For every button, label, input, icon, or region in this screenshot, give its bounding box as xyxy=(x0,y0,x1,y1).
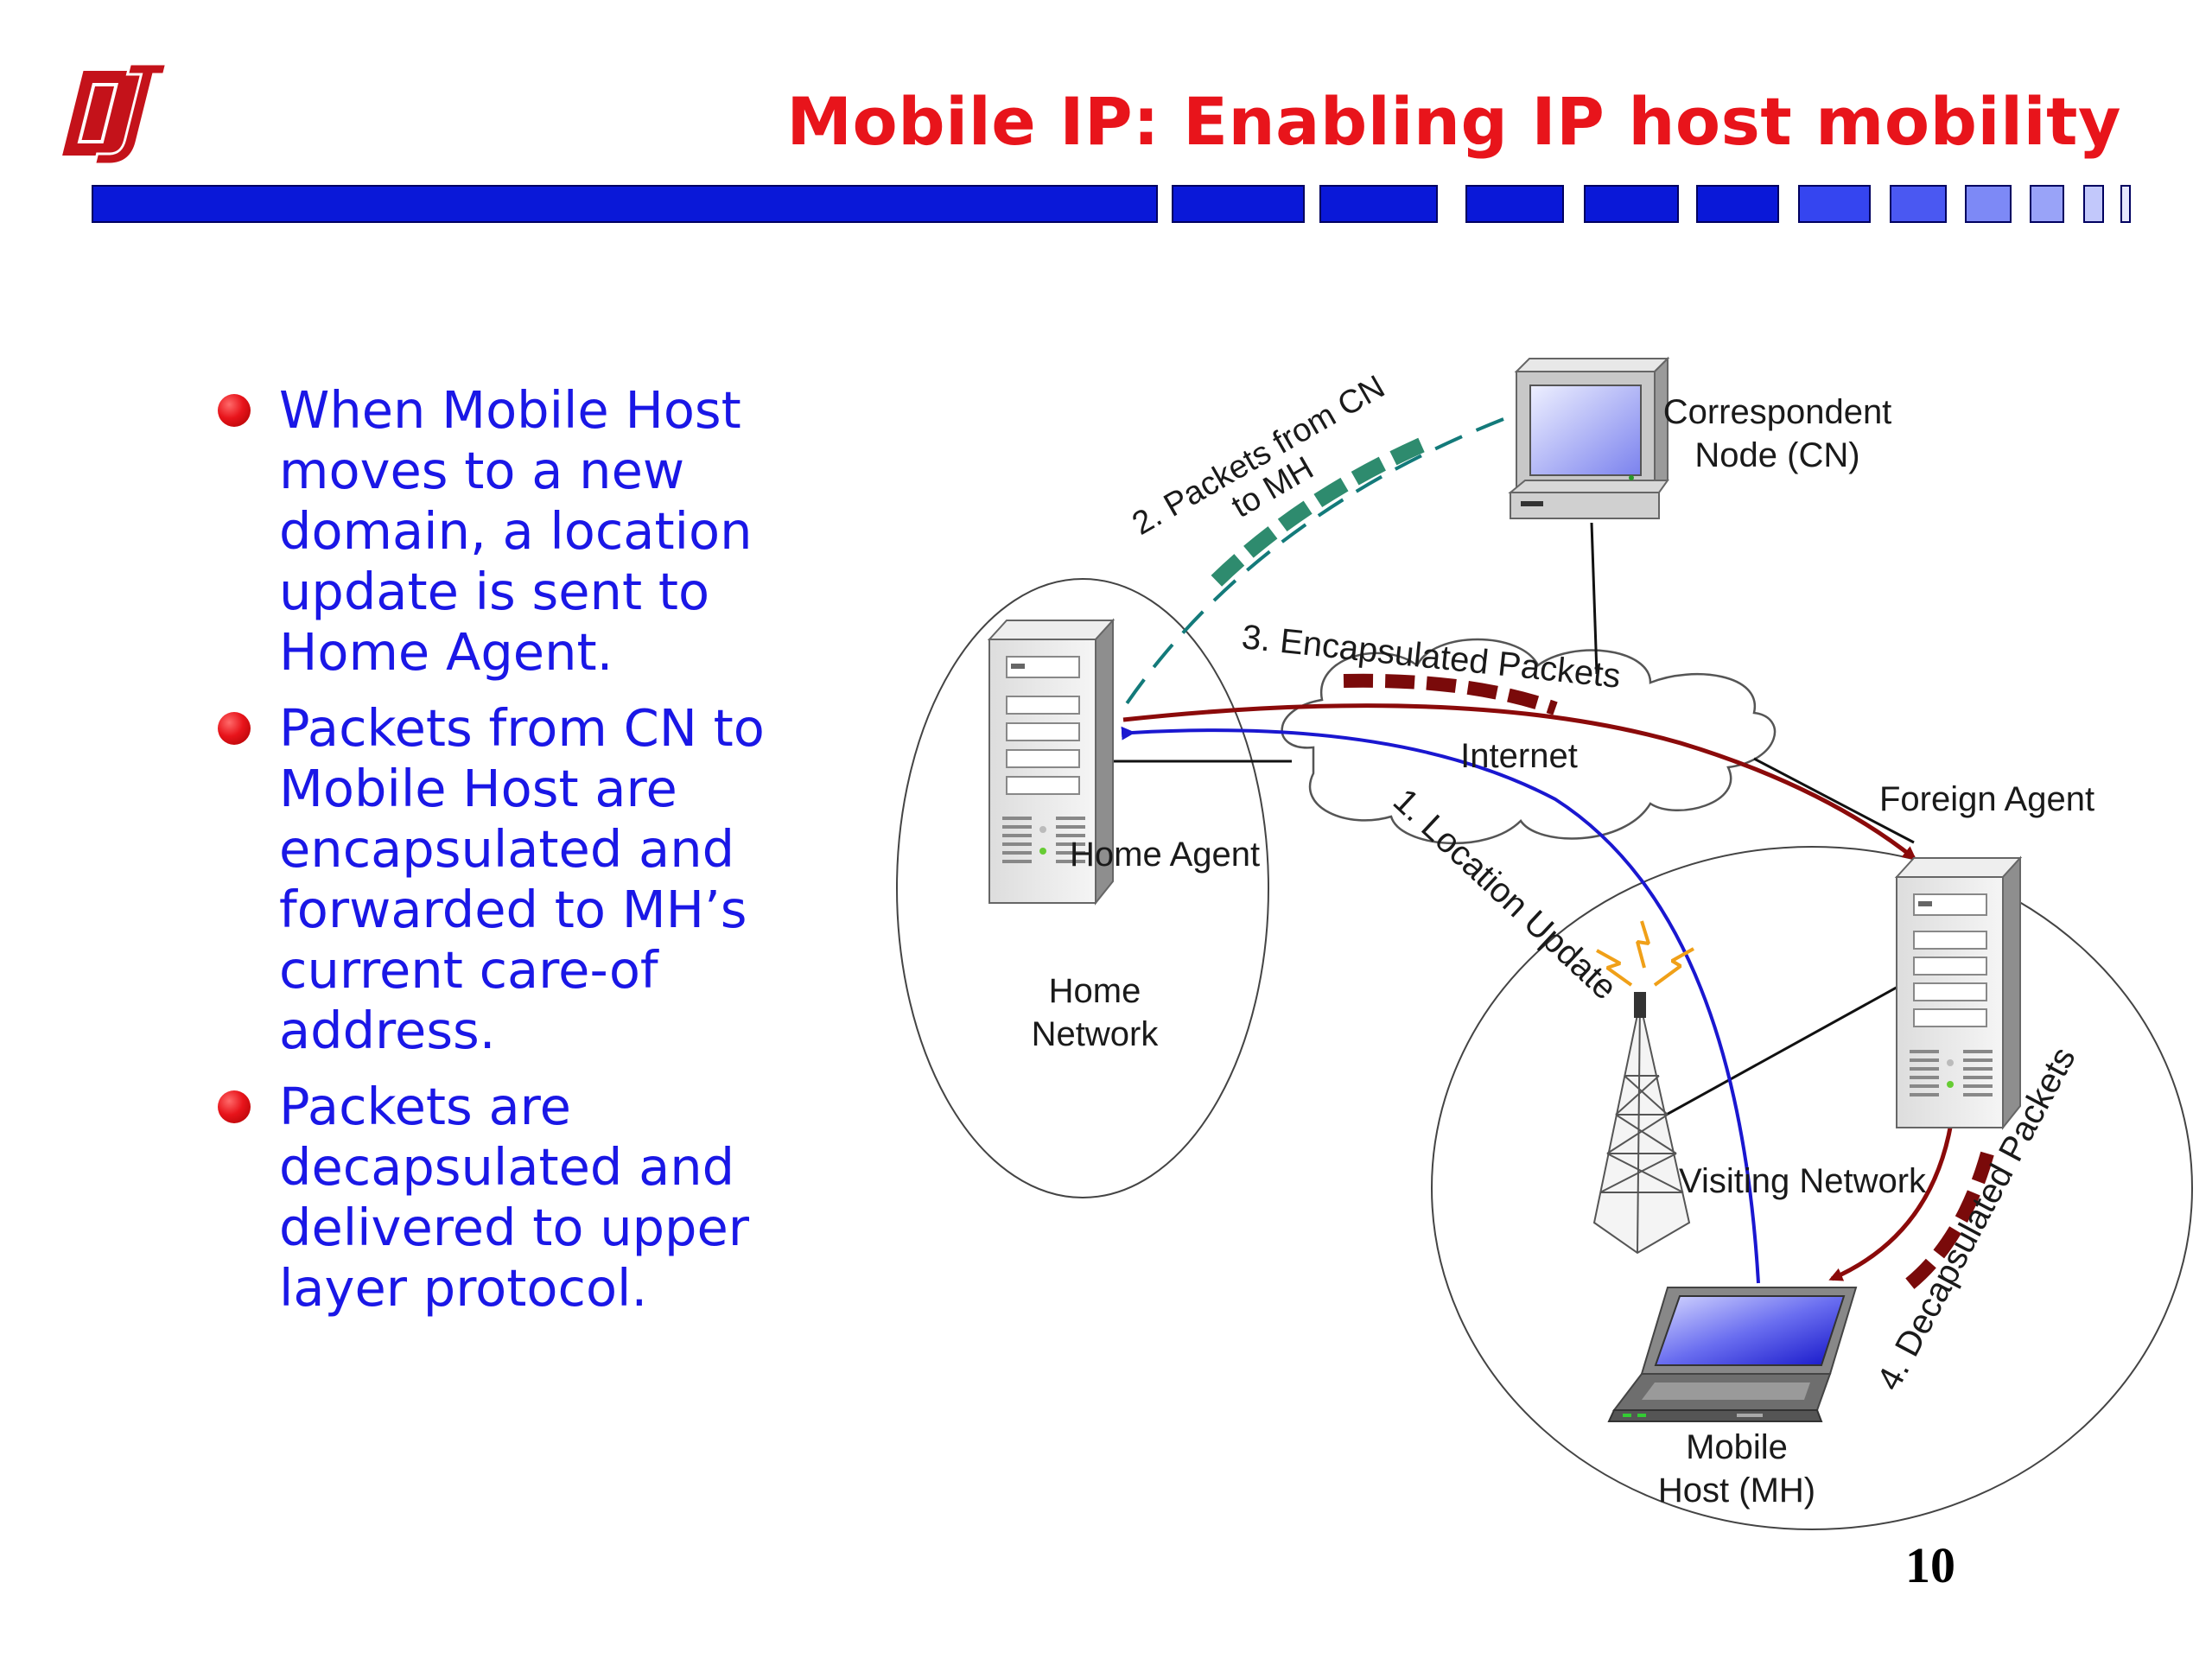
bullet-dot-icon xyxy=(218,712,251,745)
bullet-item: Packets are decapsulated and delivered t… xyxy=(214,1077,888,1319)
mobile-host-label-line2: Host (MH) xyxy=(1658,1471,1815,1510)
fa-link xyxy=(1753,757,1915,844)
visiting-network-label: Visiting Network xyxy=(1679,1162,1927,1200)
internet-label: Internet xyxy=(1460,737,1578,775)
mobile-host-laptop-icon xyxy=(1607,1287,1858,1422)
wireless-tower-icon xyxy=(1592,992,1691,1255)
home-network-label-line1: Home xyxy=(1049,972,1141,1010)
home-agent-server-icon xyxy=(987,618,1116,906)
visiting-network-boundary xyxy=(1431,846,2193,1530)
ha-to-fa-arrow xyxy=(1122,703,1917,861)
correspondent-node-computer-icon xyxy=(1508,356,1670,519)
page-number: 10 xyxy=(1905,1537,1955,1593)
foreign-agent-server-icon xyxy=(1894,855,2023,1130)
cn-label-line2: Node (CN) xyxy=(1694,436,1859,474)
cn-label-line1: Correspondent xyxy=(1663,393,1892,431)
decapsulated-packets xyxy=(1901,1151,1994,1294)
bullet-item: When Mobile Host moves to a new domain, … xyxy=(214,380,888,683)
bullet-list: When Mobile Host moves to a new domain, … xyxy=(214,380,888,1334)
cn-link xyxy=(1590,522,1599,675)
home-agent-label: Home Agent xyxy=(1070,836,1260,874)
bullet-text: Packets from CN to Mobile Host are encap… xyxy=(279,698,765,1060)
bullet-text: When Mobile Host moves to a new domain, … xyxy=(279,380,753,682)
internet-cloud-icon xyxy=(1281,638,1777,845)
bullet-dot-icon xyxy=(218,1090,251,1123)
slide-title: Mobile IP: Enabling IP host mobility xyxy=(786,83,2121,160)
header-bar xyxy=(92,185,2131,223)
wireless-signal-icon xyxy=(1596,920,1694,987)
cn-to-mh-packets xyxy=(1204,437,1425,594)
cn-to-mh-dash-path xyxy=(1122,417,1504,710)
bullet-item: Packets from CN to Mobile Host are encap… xyxy=(214,698,888,1061)
bullet-dot-icon xyxy=(218,394,251,427)
home-network-label-line2: Network xyxy=(1032,1015,1160,1053)
home-network-boundary xyxy=(896,578,1269,1198)
bullet-text: Packets are decapsulated and delivered t… xyxy=(279,1077,750,1318)
university-logo xyxy=(62,62,168,166)
foreign-agent-label: Foreign Agent xyxy=(1879,780,2094,818)
fa-to-mh-arrow xyxy=(1828,1122,1954,1281)
encapsulated-packets xyxy=(1343,673,1558,715)
location-update-arrow xyxy=(1121,726,1760,1284)
mobile-host-label-line1: Mobile xyxy=(1686,1428,1788,1466)
tower-link xyxy=(1645,983,1902,1128)
